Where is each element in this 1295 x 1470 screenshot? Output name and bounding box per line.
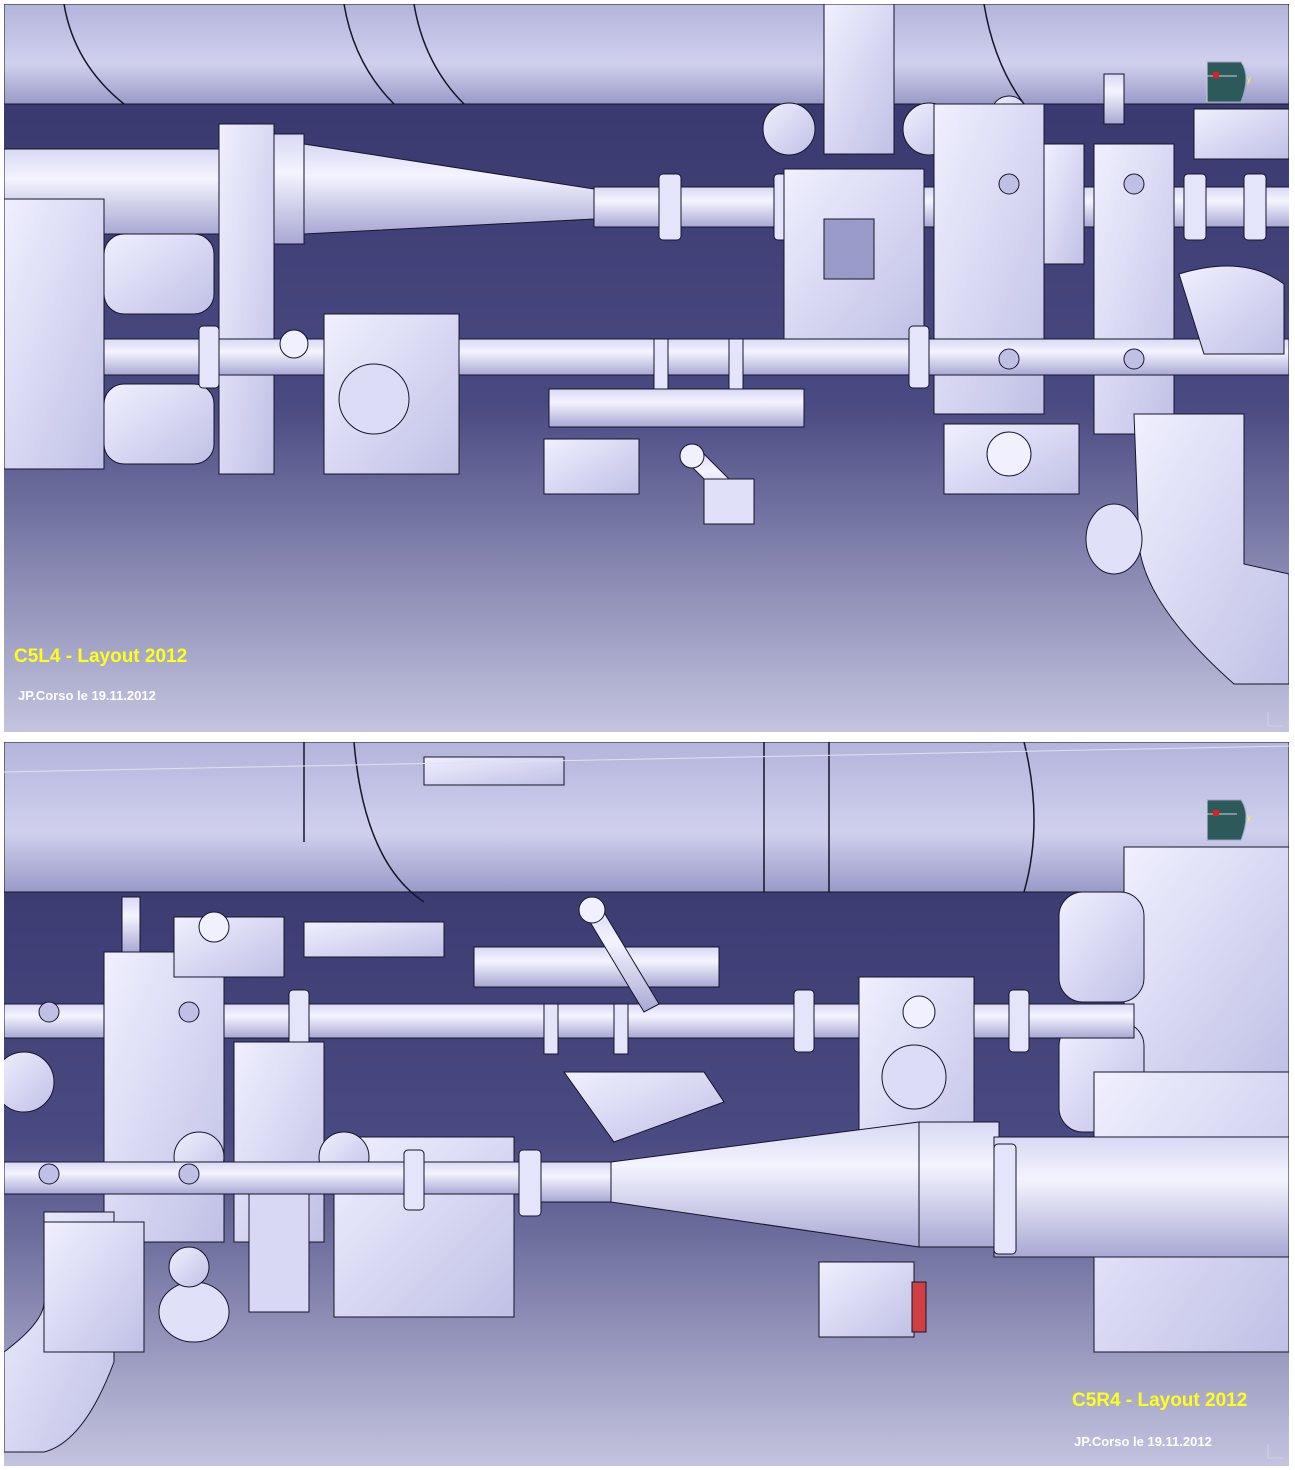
corner-axis-icon — [1267, 1444, 1282, 1459]
cad-model-render[interactable] — [4, 742, 1289, 1466]
compass-axis-label: y — [1247, 813, 1251, 822]
view-author-date: JP.Corso le 19.11.2012 — [18, 688, 156, 703]
view-title: C5R4 - Layout 2012 — [1072, 1390, 1248, 1411]
cad-viewport-c5l4[interactable]: C5L4 - Layout 2012 JP.Corso le 19.11.201… — [4, 4, 1289, 732]
compass-axis-label: y — [1247, 75, 1251, 84]
axis-compass-icon[interactable]: y — [1199, 794, 1255, 850]
view-title: C5L4 - Layout 2012 — [14, 646, 188, 667]
corner-axis-icon — [1267, 712, 1282, 727]
cad-viewport-c5r4[interactable]: C5R4 - Layout 2012 JP.Corso le 19.11.201… — [4, 742, 1289, 1466]
view-author-date: JP.Corso le 19.11.2012 — [1074, 1434, 1212, 1449]
cad-model-render[interactable] — [4, 4, 1289, 732]
axis-compass-icon[interactable]: y — [1199, 56, 1255, 112]
